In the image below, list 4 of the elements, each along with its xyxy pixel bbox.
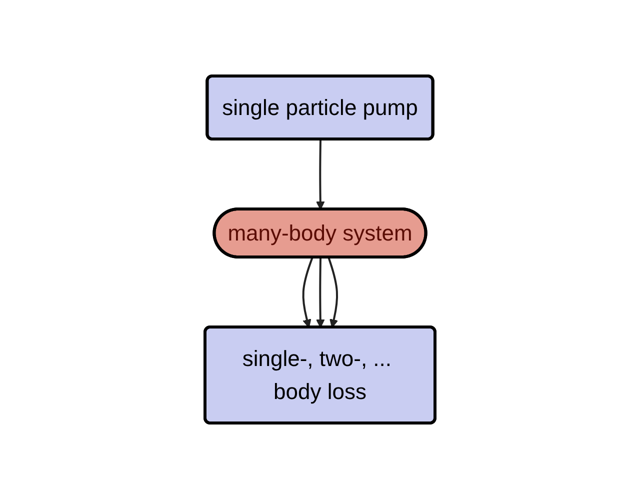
arrow xyxy=(302,256,313,328)
arrow xyxy=(316,138,324,210)
arrow xyxy=(327,256,338,328)
arrow xyxy=(316,256,324,328)
